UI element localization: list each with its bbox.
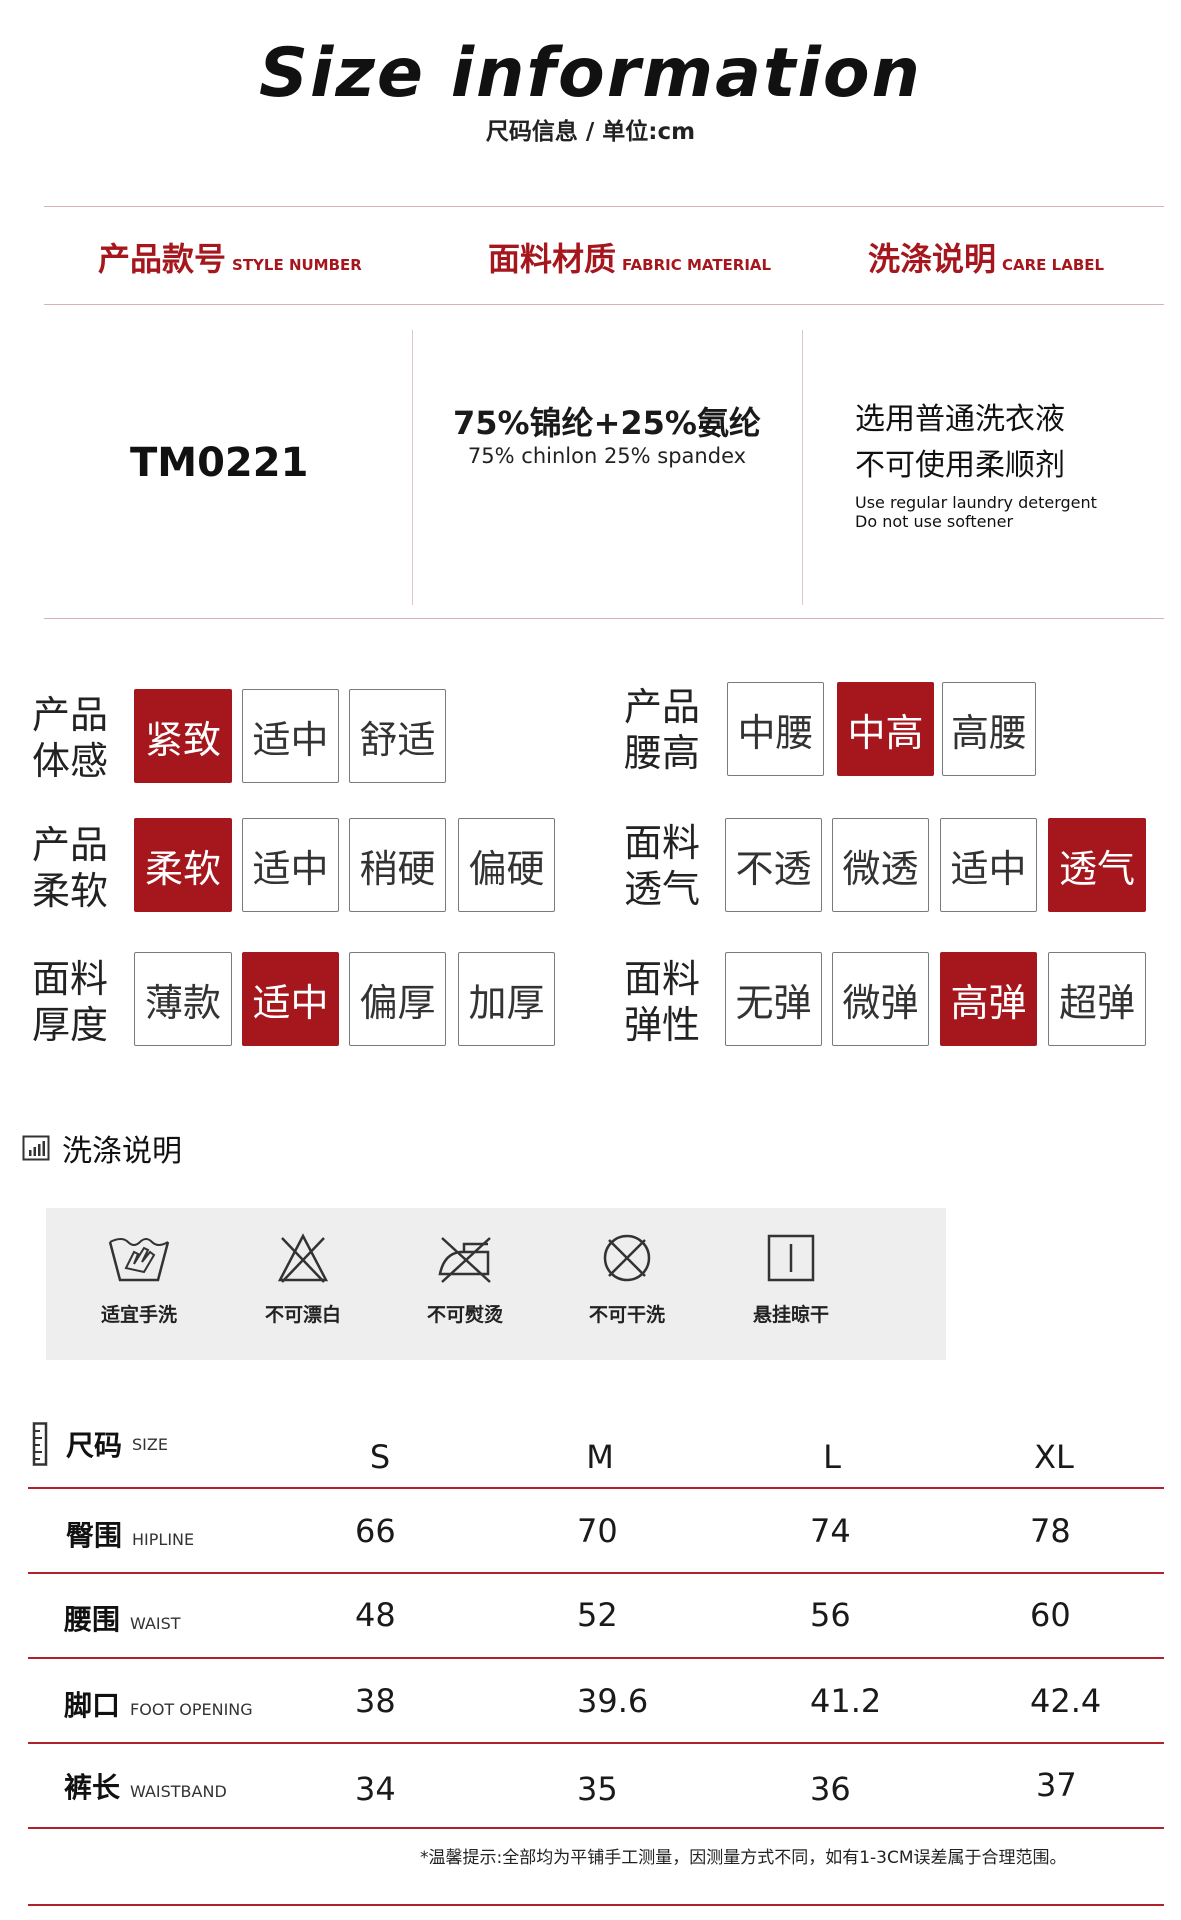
option-slightly-hard: 稍硬: [349, 818, 446, 912]
option-comfortable: 舒适: [349, 689, 446, 783]
table-cell: 39.6: [577, 1682, 649, 1720]
hand-wash-icon: [108, 1238, 170, 1282]
option-mid-high: 中高: [837, 682, 934, 776]
option-thick: 偏厚: [349, 952, 446, 1046]
attr-label-rise: 产品腰高: [624, 685, 701, 775]
no-bleach-icon: [277, 1233, 329, 1283]
wash-item: 悬挂晾干: [726, 1228, 856, 1327]
option-opaque: 不透: [725, 818, 822, 912]
table-divider: [28, 1572, 1164, 1574]
divider: [44, 304, 1164, 305]
option-thin: 薄款: [134, 952, 232, 1046]
measurement-note: *温馨提示:全部均为平铺手工测量，因测量方式不同，如有1-3CM误差属于合理范围…: [420, 1848, 1067, 1868]
divider: [44, 618, 1164, 619]
wash-item: 不可干洗: [562, 1228, 692, 1327]
attr-label-breathability: 面料透气: [624, 821, 701, 911]
option-breathable: 透气: [1048, 818, 1146, 912]
option-hard: 偏硬: [458, 818, 555, 912]
column-divider: [412, 330, 413, 605]
table-cell: 37: [1036, 1766, 1077, 1804]
table-cell: 35: [577, 1770, 618, 1808]
hang-dry-icon: [767, 1234, 815, 1282]
table-cell: 66: [355, 1512, 396, 1550]
table-divider: [28, 1827, 1164, 1829]
table-cell: 60: [1030, 1596, 1071, 1634]
option-moderate: 适中: [940, 818, 1037, 912]
wash-panel: 适宜手洗 不可漂白 不可熨烫 不可干洗 悬挂晾干: [46, 1208, 946, 1360]
table-cell: 52: [577, 1596, 618, 1634]
table-divider: [28, 1904, 1164, 1906]
table-cell: 56: [810, 1596, 851, 1634]
option-moderate: 适中: [242, 689, 339, 783]
table-cell: 78: [1030, 1512, 1071, 1550]
size-table-header: 尺码 SIZE: [30, 1422, 168, 1466]
size-col-l: L: [823, 1438, 841, 1476]
attr-label-elasticity: 面料弹性: [624, 957, 701, 1047]
wash-item: 适宜手洗: [74, 1228, 204, 1327]
table-divider: [28, 1487, 1164, 1489]
table-cell: 70: [577, 1512, 618, 1550]
option-moderate: 适中: [242, 952, 339, 1046]
size-header-cn: 尺码: [66, 1429, 123, 1462]
attr-label-softness: 产品柔软: [32, 823, 109, 913]
table-cell: 42.4: [1030, 1682, 1102, 1720]
page-title: Size information: [259, 34, 922, 113]
ruler-icon: [32, 1422, 48, 1466]
table-cell: 41.2: [810, 1682, 882, 1720]
table-cell: 38: [355, 1682, 396, 1720]
fabric-en: 75% chinlon 25% spandex: [467, 444, 747, 468]
size-col-s: S: [369, 1438, 391, 1476]
table-cell: 36: [810, 1770, 851, 1808]
option-slightly-sheer: 微透: [832, 818, 929, 912]
attr-label-thickness: 面料厚度: [32, 957, 109, 1047]
size-col-xl: XL: [1034, 1438, 1074, 1476]
wash-item: 不可熨烫: [400, 1228, 530, 1327]
column-divider: [802, 330, 803, 605]
wash-title: 洗涤说明: [62, 1134, 182, 1169]
option-slight-stretch: 微弹: [832, 952, 929, 1046]
care-en-1: Use regular laundry detergent: [855, 493, 1097, 512]
option-tight: 紧致: [134, 689, 232, 783]
option-mid-rise: 中腰: [727, 682, 824, 776]
option-soft: 柔软: [134, 818, 232, 912]
no-dry-clean-icon: [603, 1234, 651, 1282]
no-iron-icon: [438, 1237, 491, 1283]
table-divider: [28, 1742, 1164, 1744]
option-extra-thick: 加厚: [458, 952, 555, 1046]
size-col-m: M: [586, 1438, 614, 1476]
attr-label-feel: 产品体感: [32, 693, 109, 783]
table-cell: 74: [810, 1512, 851, 1550]
wash-item: 不可漂白: [238, 1228, 368, 1327]
style-number: TM0221: [130, 440, 309, 486]
option-super-stretch: 超弹: [1048, 952, 1146, 1046]
wash-section-header: 洗涤说明: [22, 1126, 182, 1170]
option-high-stretch: 高弹: [940, 952, 1037, 1046]
table-cell: 34: [355, 1770, 396, 1808]
care-cn-1: 选用普通洗衣液: [855, 402, 1065, 437]
option-no-stretch: 无弹: [725, 952, 822, 1046]
size-header-en: SIZE: [132, 1434, 168, 1454]
divider: [44, 206, 1164, 207]
page-subtitle: 尺码信息 / 单位:cm: [485, 119, 696, 145]
table-divider: [28, 1657, 1164, 1659]
table-cell: 48: [355, 1596, 396, 1634]
chart-icon: [22, 1135, 50, 1161]
care-cn-2: 不可使用柔顺剂: [855, 448, 1065, 483]
option-moderate: 适中: [242, 818, 339, 912]
care-en-2: Do not use softener: [855, 512, 1014, 531]
fabric-cn: 75%锦纶+25%氨纶: [452, 404, 761, 442]
option-high-rise: 高腰: [942, 682, 1036, 776]
